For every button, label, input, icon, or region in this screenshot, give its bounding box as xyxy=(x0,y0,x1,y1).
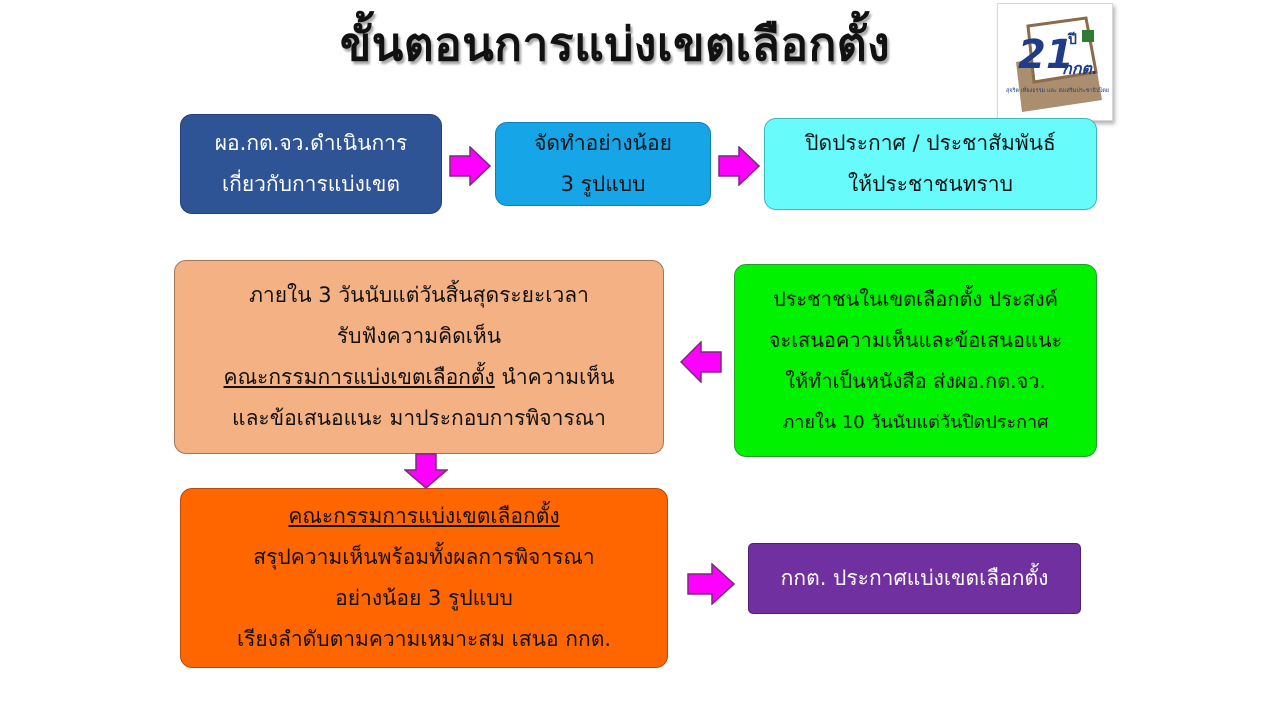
step5-line3: คณะกรรมการแบ่งเขตเลือกตั้ง นำความเห็น xyxy=(224,357,615,398)
step7-line1: กกต. ประกาศแบ่งเขตเลือกตั้ง xyxy=(780,566,1049,590)
step6-line3: อย่างน้อย 3 รูปแบบ xyxy=(335,586,513,610)
step-ect-announce-box: กกต. ประกาศแบ่งเขตเลือกตั้ง xyxy=(748,543,1081,614)
step-committee-summary-box: คณะกรรมการแบ่งเขตเลือกตั้ง สรุปความเห็นพ… xyxy=(180,488,668,668)
logo-number: 21 xyxy=(1018,32,1074,78)
arrow-left-icon xyxy=(680,341,722,383)
step6-line4: เรียงลำดับตามความเหมาะสม เสนอ กกต. xyxy=(236,627,612,651)
logo-tagline: สุจริต เที่ยงธรรม และ ส่งเสริมประชาธิปไต… xyxy=(1006,86,1109,94)
step-committee-review-box: ภายใน 3 วันนับแต่วันสิ้นสุดระยะเวลา รับฟ… xyxy=(174,260,664,454)
step5-line3-rest: นำความเห็น xyxy=(494,365,615,389)
arrow-down-icon xyxy=(404,453,448,489)
step-director-prepares-box: ผอ.กต.จว.ดำเนินการ เกี่ยวกับการแบ่งเขต xyxy=(180,114,442,214)
step2-line1: จัดทำอย่างน้อย xyxy=(534,131,672,155)
step4-line2: จะเสนอความเห็นและข้อเสนอแนะ xyxy=(768,327,1063,352)
ect-21-year-logo: 21 ปี กกต. สุจริต เที่ยงธรรม และ ส่งเสริ… xyxy=(997,3,1113,121)
step5-line4: และข้อเสนอแนะ มาประกอบการพิจารณา xyxy=(232,406,606,430)
step4-line1: ประชาชนในเขตเลือกตั้ง ประสงค์ xyxy=(772,286,1059,311)
step6-committee-underlined: คณะกรรมการแบ่งเขตเลือกตั้ง xyxy=(288,504,560,528)
step-prepare-formats-box: จัดทำอย่างน้อย 3 รูปแบบ xyxy=(495,122,711,206)
logo-abbr: กกต. xyxy=(1062,59,1098,78)
step2-line2: 3 รูปแบบ xyxy=(560,172,646,196)
step4-line3: ให้ทำเป็นหนังสือ ส่งผอ.กต.จว. xyxy=(785,368,1046,393)
step6-line2: สรุปความเห็นพร้อมทั้งผลการพิจารณา xyxy=(253,545,595,569)
step-public-announcement-box: ปิดประกาศ / ประชาสัมพันธ์ ให้ประชาชนทราบ xyxy=(764,118,1097,210)
arrow-right-icon xyxy=(449,146,491,186)
step5-line1: ภายใน 3 วันนับแต่วันสิ้นสุดระยะเวลา xyxy=(249,283,589,307)
logo-unit: ปี xyxy=(1067,32,1077,48)
step5-line2: รับฟังความคิดเห็น xyxy=(336,324,502,348)
step1-line1: ผอ.กต.จว.ดำเนินการ xyxy=(214,131,408,155)
page-title: ขั้นตอนการแบ่งเขตเลือกตั้ง xyxy=(339,17,891,71)
step5-committee-underlined: คณะกรรมการแบ่งเขตเลือกตั้ง xyxy=(223,365,495,389)
step-public-feedback-box: ประชาชนในเขตเลือกตั้ง ประสงค์ จะเสนอความ… xyxy=(734,264,1097,457)
step4-line4: ภายใน 10 วันนับแต่วันปิดประกาศ xyxy=(782,411,1049,433)
step3-line1: ปิดประกาศ / ประชาสัมพันธ์ xyxy=(805,131,1056,155)
step1-line2: เกี่ยวกับการแบ่งเขต xyxy=(221,172,401,196)
arrow-right-icon xyxy=(718,146,760,186)
step6-line1: คณะกรรมการแบ่งเขตเลือกตั้ง xyxy=(288,496,559,537)
step3-line2: ให้ประชาชนทราบ xyxy=(848,172,1013,196)
arrow-right-icon xyxy=(687,563,735,605)
ballot-box-logo-icon: 21 ปี กกต. สุจริต เที่ยงธรรม และ ส่งเสริ… xyxy=(1006,16,1109,112)
